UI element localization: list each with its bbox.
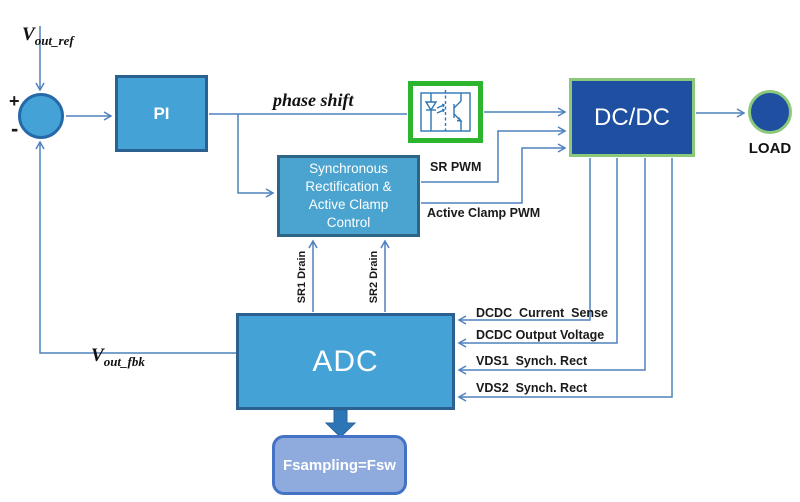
connector-sr-pwm [421, 126, 567, 183]
fsampling-block: Fsampling=Fsw [272, 435, 407, 495]
vout-fbk-label: Vout_fbk [91, 345, 145, 369]
connector-active-clamp-pwm [421, 143, 567, 204]
load-label: LOAD [748, 140, 792, 157]
minus-sign: - [11, 116, 19, 141]
adc-block-label: ADC [312, 344, 379, 378]
sr1-drain-label: SR1 Drain [296, 250, 308, 304]
connector-vds2-synch-rect [457, 158, 673, 402]
dcdc-block: DC/DC [569, 78, 695, 157]
pi-block-label: PI [153, 103, 170, 123]
vds2-synch-rect-label: VDS2 Synch. Rect [476, 381, 588, 395]
pi-block: PI [115, 75, 208, 152]
connector-vds1-synch-rect [457, 158, 646, 375]
dcdc-block-label: DC/DC [594, 103, 670, 131]
sync-rect-control-block: Synchronous Rectification & Active Clamp… [277, 155, 420, 237]
connector-dcdc-output-voltage [457, 158, 618, 348]
dcdc-current-sense-label: DCDC Current Sense [476, 306, 608, 320]
summing-junction [18, 93, 64, 139]
adc-block: ADC [236, 313, 455, 410]
plus-sign: + [9, 91, 20, 111]
sr2-drain-label: SR2 Drain [368, 250, 380, 304]
sr-pwm-label: SR PWM [430, 160, 482, 174]
connector-phase-shift-branch [237, 114, 275, 198]
dcdc-output-voltage-label: DCDC Output Voltage [476, 328, 605, 342]
active-clamp-pwm-label: Active Clamp PWM [427, 206, 541, 220]
sync-rect-control-label: Synchronous Rectification & Active Clamp… [305, 161, 392, 230]
adc-to-fsampling-thick-arrow [324, 409, 357, 438]
vds1-synch-rect-label: VDS1 Synch. Rect [476, 354, 588, 368]
phase-shift-label: phase shift [273, 90, 354, 110]
vout-ref-label: Vout_ref [22, 24, 74, 48]
optocoupler-block [408, 81, 483, 143]
load-circle [748, 90, 792, 134]
connector-dcdc-current-sense [457, 158, 591, 325]
fsampling-label: Fsampling=Fsw [283, 456, 396, 474]
connector-feedback [35, 140, 236, 354]
optocoupler-icon [420, 90, 471, 134]
